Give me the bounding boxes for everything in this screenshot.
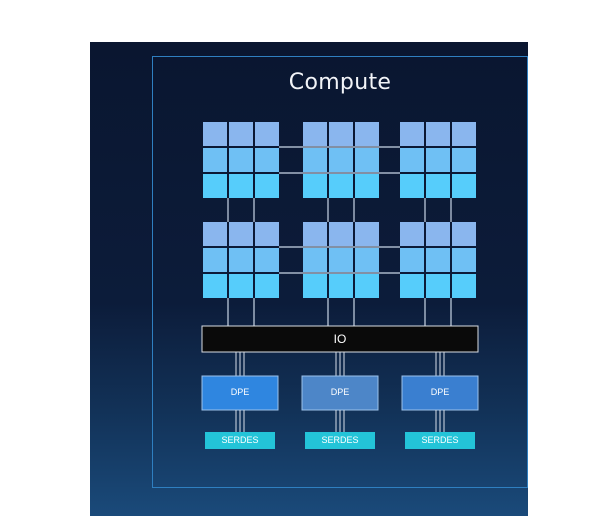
serdes-box-1 bbox=[205, 432, 275, 449]
compute-tile-r1c1-3-2 bbox=[229, 174, 253, 198]
dpe-label-1: DPE bbox=[230, 387, 250, 397]
compute-tile-r1c2-1-1 bbox=[303, 122, 327, 146]
compute-tile-r1c3-1-2 bbox=[426, 122, 450, 146]
serdes-box-2 bbox=[305, 432, 375, 449]
compute-tile-r1c3-2-1 bbox=[400, 148, 424, 172]
diagram-svg bbox=[201, 122, 479, 449]
compute-tile-r1c1-3-3 bbox=[255, 174, 279, 198]
compute-tile-r2c2-2-1 bbox=[303, 248, 327, 272]
compute-tile-r1c1-1-3 bbox=[255, 122, 279, 146]
serdes-label-1: SERDES bbox=[221, 435, 259, 445]
dpe-box-1 bbox=[201, 375, 279, 411]
compute-tile-r2c2-3-3 bbox=[355, 274, 379, 298]
compute-tile-r1c3-1-1 bbox=[400, 122, 424, 146]
compute-tile-r2c2-1-2 bbox=[329, 222, 353, 246]
compute-tile-r1c1-2-1 bbox=[203, 148, 227, 172]
compute-tile-r1c2-2-2 bbox=[329, 148, 353, 172]
compute-tile-r1c1-1-2 bbox=[229, 122, 253, 146]
compute-tile-r2c3-1-3 bbox=[452, 222, 476, 246]
compute-frame bbox=[152, 56, 528, 488]
compute-tile-r2c3-3-1 bbox=[400, 274, 424, 298]
compute-tile-r2c1-3-2 bbox=[229, 274, 253, 298]
compute-tile-r1c1-3-1 bbox=[203, 174, 227, 198]
compute-tile-r1c3-3-2 bbox=[426, 174, 450, 198]
compute-tile-r2c1-1-3 bbox=[255, 222, 279, 246]
dpe-box-3 bbox=[401, 375, 479, 411]
compute-tile-r1c2-2-1 bbox=[303, 148, 327, 172]
compute-tile-r1c2-2-3 bbox=[355, 148, 379, 172]
compute-tile-r2c1-2-1 bbox=[203, 248, 227, 272]
compute-tile-r2c1-1-1 bbox=[203, 222, 227, 246]
compute-tile-r1c2-3-2 bbox=[329, 174, 353, 198]
compute-tile-r1c3-3-1 bbox=[400, 174, 424, 198]
compute-tile-r1c3-2-2 bbox=[426, 148, 450, 172]
compute-tile-r2c3-3-3 bbox=[452, 274, 476, 298]
compute-tile-r2c2-1-3 bbox=[355, 222, 379, 246]
compute-tile-r1c2-3-3 bbox=[355, 174, 379, 198]
compute-tile-r1c2-1-3 bbox=[355, 122, 379, 146]
compute-tile-r2c3-1-2 bbox=[426, 222, 450, 246]
compute-tile-r2c2-2-3 bbox=[355, 248, 379, 272]
dpe-label-3: DPE bbox=[430, 387, 450, 397]
compute-tile-r2c1-3-3 bbox=[255, 274, 279, 298]
dpe-box-2 bbox=[301, 375, 379, 411]
compute-tile-r1c3-1-3 bbox=[452, 122, 476, 146]
compute-tile-r1c2-3-1 bbox=[303, 174, 327, 198]
compute-tile-r2c1-2-3 bbox=[255, 248, 279, 272]
compute-tile-r2c2-1-1 bbox=[303, 222, 327, 246]
compute-tile-r1c3-3-3 bbox=[452, 174, 476, 198]
compute-tile-r2c1-3-1 bbox=[203, 274, 227, 298]
io-label: IO bbox=[333, 332, 347, 346]
serdes-label-3: SERDES bbox=[421, 435, 459, 445]
compute-tile-r1c3-2-3 bbox=[452, 148, 476, 172]
compute-tile-r1c1-2-2 bbox=[229, 148, 253, 172]
compute-tile-r2c1-2-2 bbox=[229, 248, 253, 272]
compute-title: Compute bbox=[288, 70, 392, 95]
compute-tile-r2c2-3-2 bbox=[329, 274, 353, 298]
compute-tile-r2c3-1-1 bbox=[400, 222, 424, 246]
serdes-box-3 bbox=[405, 432, 475, 449]
compute-tile-r2c3-3-2 bbox=[426, 274, 450, 298]
dpe-label-2: DPE bbox=[330, 387, 350, 397]
compute-tile-r1c1-2-3 bbox=[255, 148, 279, 172]
diagram-panel: Compute IO DPE DPE DPE SERDES SERDES SER… bbox=[90, 42, 528, 516]
compute-tile-r2c3-2-2 bbox=[426, 248, 450, 272]
compute-tile-r1c1-1-1 bbox=[203, 122, 227, 146]
compute-tile-r2c3-2-3 bbox=[452, 248, 476, 272]
compute-tile-r2c2-2-2 bbox=[329, 248, 353, 272]
compute-tile-r2c1-1-2 bbox=[229, 222, 253, 246]
compute-tile-r1c2-1-2 bbox=[329, 122, 353, 146]
serdes-label-2: SERDES bbox=[321, 435, 359, 445]
compute-tile-r2c3-2-1 bbox=[400, 248, 424, 272]
compute-tile-r2c2-3-1 bbox=[303, 274, 327, 298]
